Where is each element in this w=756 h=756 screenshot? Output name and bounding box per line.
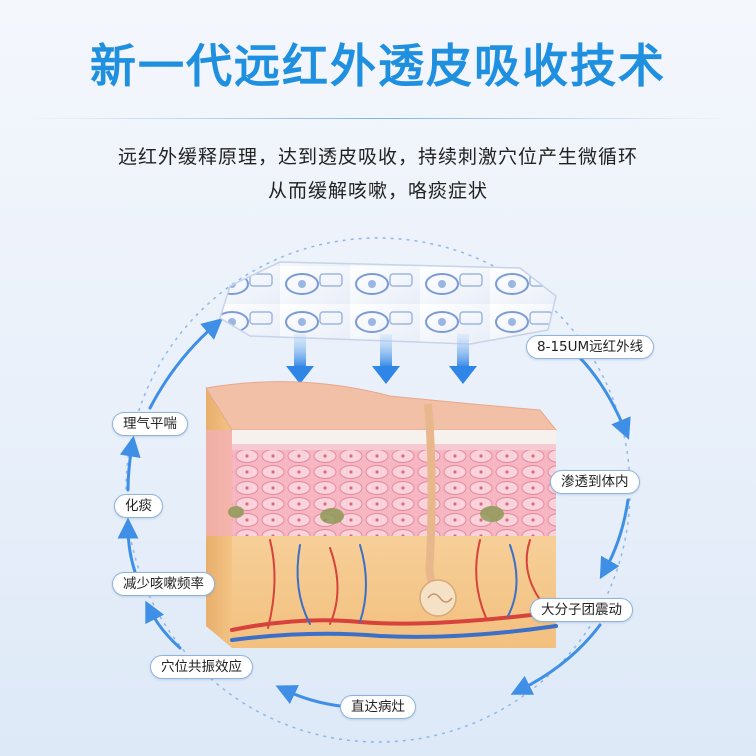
label-penetrate-body: 渗透到体内: [550, 470, 640, 494]
infrared-arrows: [286, 334, 477, 384]
label-reduce-cough: 减少咳嗽频率: [112, 572, 215, 596]
down-arrow-right: [449, 334, 477, 384]
title-divider: [28, 118, 728, 119]
label-resolve-phlegm: 化痰: [114, 494, 163, 518]
cycle-arrow-2: [599, 498, 630, 580]
label-regulate-breath: 理气平喘: [112, 412, 188, 436]
cycle-arrow-8: [148, 318, 223, 410]
label-molecule-vibration: 大分子团震动: [530, 598, 633, 622]
page-title: 新一代远红外透皮吸收技术: [90, 39, 666, 93]
label-reach-lesion: 直达病灶: [340, 695, 416, 719]
cycle-arrow-4: [275, 685, 342, 708]
down-arrow-center: [372, 334, 400, 384]
cycle-arrow-7: [119, 435, 141, 492]
label-acupoint-resonance: 穴位共振效应: [150, 655, 253, 679]
transdermal-patch: [219, 261, 557, 345]
cycle-arrow-5: [145, 600, 182, 650]
cycle-arrow-6: [117, 517, 139, 574]
down-arrow-left: [286, 334, 314, 384]
subtitle-line-2: 从而缓解咳嗽，咯痰症状: [267, 180, 488, 202]
cycle-arrow-3: [510, 623, 602, 695]
label-far-infrared: 8-15UM远红外线: [526, 335, 655, 359]
cycle-arrows: [117, 318, 631, 708]
subtitle-line-1: 远红外缓释原理，达到透皮吸收，持续刺激穴位产生微循环: [117, 146, 638, 168]
skin-cross-section: [205, 381, 558, 648]
